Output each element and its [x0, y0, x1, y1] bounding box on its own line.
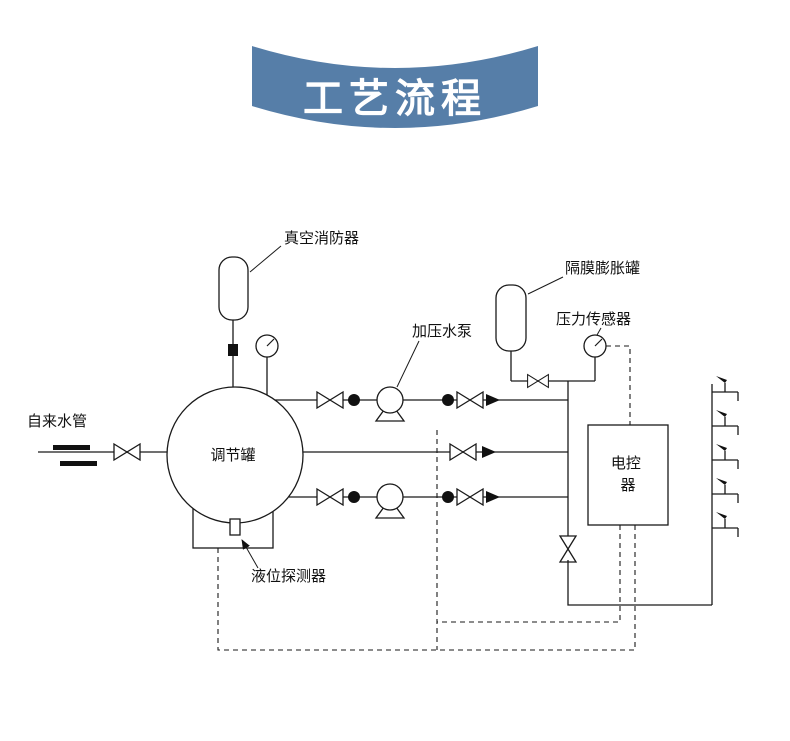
faucet-icon	[711, 443, 739, 470]
level-detector-label: 液位探测器	[251, 568, 326, 585]
drain-valve-icon	[559, 535, 577, 563]
valve-icon	[316, 391, 344, 409]
expansion-tank-label: 隔膜膨胀罐	[565, 260, 640, 277]
pressure-sensor-leader	[596, 327, 602, 336]
flow-arrow	[482, 446, 496, 458]
inlet-valve-icon	[113, 443, 141, 461]
tap-water-pipe-label: 自来水管	[27, 413, 87, 430]
level-probe	[229, 518, 241, 536]
flow-arrow	[486, 491, 500, 503]
valve-icon	[527, 374, 549, 388]
controller-box	[587, 424, 669, 526]
valve-icon	[449, 443, 477, 461]
valve-icon	[456, 488, 484, 506]
faucet-icon	[711, 511, 739, 538]
controller-label: 电控 器	[611, 455, 645, 494]
check-valve-icon	[348, 394, 360, 406]
check-valve-icon	[348, 491, 360, 503]
signal-line-pressure-sensor	[606, 345, 631, 425]
vacuum-breaker-label: 真空消防器	[284, 229, 359, 247]
banner-ribbon	[252, 46, 538, 128]
signal-line-level-detector	[217, 525, 636, 651]
booster-pump-leader	[396, 340, 420, 388]
valve-icon	[456, 391, 484, 409]
flow-arrow	[486, 394, 500, 406]
booster-pump-icon	[375, 386, 405, 422]
regulating-tank-label: 调节罐	[210, 447, 255, 464]
valve-icon	[316, 488, 344, 506]
faucet-icon	[711, 375, 739, 402]
distribution-pipe	[567, 560, 712, 606]
check-valve-icon	[442, 491, 454, 503]
inlet-flow-bar	[60, 461, 97, 466]
faucet-icon	[711, 477, 739, 504]
page-title: 工艺流程	[303, 77, 487, 121]
level-detector-leader	[241, 539, 259, 569]
pressure-sensor-icon	[583, 334, 607, 358]
expansion-tank-leader	[527, 276, 564, 295]
pressure-sensor-label: 压力传感器	[556, 311, 631, 328]
inlet-flow-bar	[53, 445, 90, 450]
faucet-icon	[711, 409, 739, 436]
check-valve-icon	[442, 394, 454, 406]
booster-pump-label: 加压水泵	[412, 323, 472, 340]
vacuum-breaker-leader	[249, 245, 282, 273]
vacuum-breaker-valve-icon	[228, 344, 238, 356]
signal-line-pumps	[437, 525, 621, 623]
vacuum-breaker-body	[218, 256, 249, 321]
expansion-tank-body	[495, 284, 527, 352]
tank-gauge-icon	[255, 334, 279, 358]
booster-pump-icon	[375, 483, 405, 519]
